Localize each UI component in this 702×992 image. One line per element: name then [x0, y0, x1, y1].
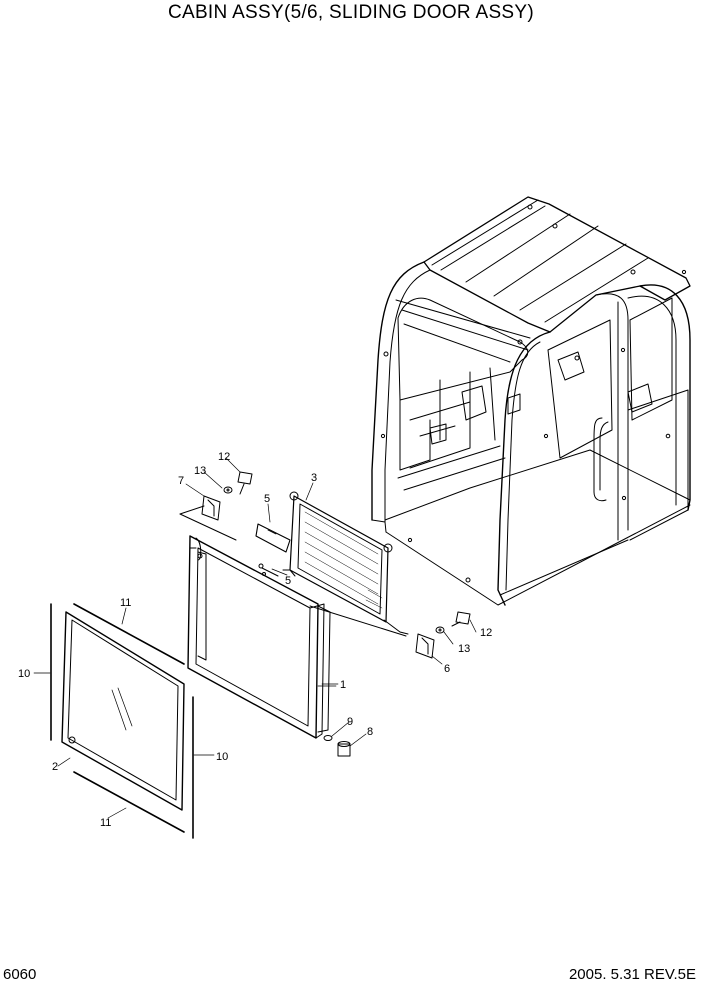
part-6-bracket	[309, 605, 435, 659]
callout-12-upper: 12	[218, 451, 230, 463]
parts-10-11-weather-strips	[50, 603, 194, 839]
leader-lines	[33, 457, 477, 819]
callout-labels: 1 2 3 5 5 6 7 8 9 10 10 11 11 12 12 13 1…	[18, 451, 492, 829]
callout-2: 2	[52, 761, 58, 773]
part-13-washer-upper	[223, 486, 233, 494]
callout-13-upper: 13	[194, 465, 206, 477]
callout-11-top: 11	[120, 597, 131, 609]
callout-3: 3	[311, 472, 317, 484]
part-1-door-frame	[187, 535, 331, 739]
page-number: 6060	[3, 966, 37, 983]
part-7-bracket	[179, 495, 237, 541]
part-13-washer-lower	[435, 626, 445, 634]
callout-13-lower: 13	[458, 643, 470, 655]
part-3-sliding-screen	[282, 491, 409, 635]
callout-7: 7	[178, 475, 184, 487]
page-title: CABIN ASSY(5/6, SLIDING DOOR ASSY)	[167, 2, 535, 23]
callout-9: 9	[347, 716, 353, 728]
part-8-roller	[337, 741, 351, 757]
callout-1: 1	[340, 679, 346, 691]
callout-10-right: 10	[216, 751, 228, 763]
callout-11-bottom: 11	[100, 817, 111, 829]
part-12-bolt-lower	[451, 611, 471, 627]
callout-10-left: 10	[18, 668, 30, 680]
part-12-bolt-upper	[237, 471, 253, 495]
callout-5-lower: 5	[285, 575, 291, 587]
part-9-washer	[323, 735, 333, 741]
callout-12-lower: 12	[480, 627, 492, 639]
callout-5-upper: 5	[264, 493, 270, 505]
cabin-frame	[371, 196, 691, 606]
part-5-door-handle	[255, 523, 291, 577]
callout-6: 6	[444, 663, 450, 675]
part-2-glass-panel	[61, 611, 185, 811]
callout-8: 8	[367, 726, 373, 738]
revision-date: 2005. 5.31 REV.5E	[568, 966, 696, 983]
